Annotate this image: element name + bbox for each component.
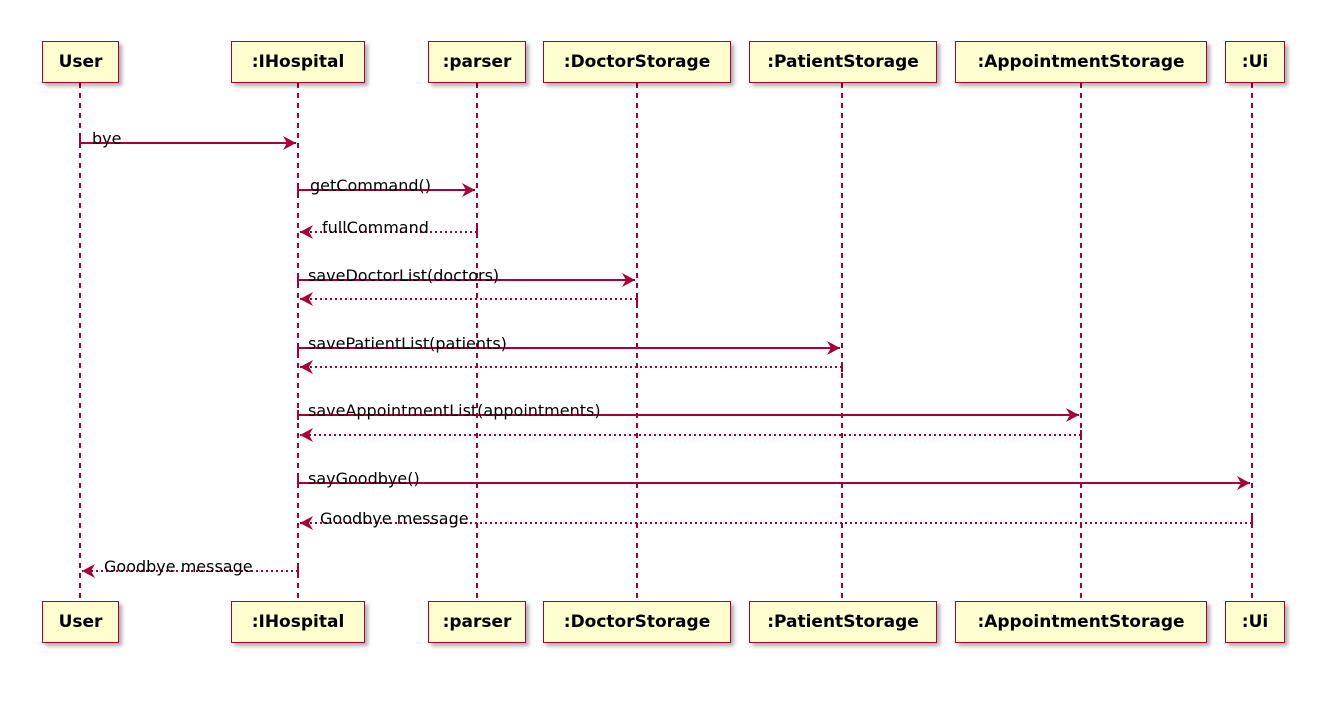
participant-parser-top[interactable]: :parser: [428, 41, 526, 83]
message-m4: [297, 273, 635, 287]
participant-label: User: [58, 52, 103, 72]
message-m3: [300, 225, 478, 239]
participant-appointment-top[interactable]: :AppointmentStorage: [955, 41, 1207, 83]
message-m5: [300, 292, 638, 306]
message-label-m6: savePatientList(patients): [308, 334, 507, 353]
participant-label: :IHospital: [251, 52, 345, 72]
participant-label: User: [58, 612, 103, 632]
participant-label: :AppointmentStorage: [977, 612, 1185, 632]
message-m2: [297, 183, 475, 197]
message-label-m4: saveDoctorList(doctors): [308, 266, 500, 285]
message-label-m11: Goodbye message: [320, 509, 469, 528]
participant-label: :PatientStorage: [767, 612, 919, 632]
participant-label: :PatientStorage: [767, 52, 919, 72]
message-label-m2: getCommand(): [310, 176, 431, 195]
participant-ihospital-top[interactable]: :IHospital: [231, 41, 365, 83]
participant-label: :DoctorStorage: [563, 52, 711, 72]
participant-label: :parser: [442, 612, 512, 632]
message-label-m10: sayGoodbye(): [308, 469, 420, 488]
participant-label: :Ui: [1241, 52, 1269, 72]
message-m10: [297, 476, 1250, 490]
participant-label: :parser: [442, 52, 512, 72]
message-m12: [82, 564, 299, 578]
participant-label: :AppointmentStorage: [977, 52, 1185, 72]
participant-label: :IHospital: [251, 612, 345, 632]
participant-ihospital-bottom[interactable]: :IHospital: [231, 601, 365, 643]
participant-patient-top[interactable]: :PatientStorage: [749, 41, 937, 83]
message-label-m3: fullCommand: [322, 218, 429, 237]
participant-appointment-bottom[interactable]: :AppointmentStorage: [955, 601, 1207, 643]
participant-label: :Ui: [1241, 612, 1269, 632]
message-m6: [297, 341, 840, 355]
participant-ui-top[interactable]: :Ui: [1225, 41, 1285, 83]
message-m7: [300, 360, 843, 374]
message-label-m1: bye: [92, 129, 122, 148]
participant-doctor-top[interactable]: :DoctorStorage: [543, 41, 731, 83]
message-m1: [79, 136, 296, 150]
participant-label: :DoctorStorage: [563, 612, 711, 632]
message-m8: [297, 408, 1079, 422]
participant-patient-bottom[interactable]: :PatientStorage: [749, 601, 937, 643]
message-label-m12: Goodbye message: [104, 557, 253, 576]
participant-user-bottom[interactable]: User: [42, 601, 119, 643]
participant-user-top[interactable]: User: [42, 41, 119, 83]
message-m11: [300, 516, 1253, 530]
participant-ui-bottom[interactable]: :Ui: [1225, 601, 1285, 643]
participant-doctor-bottom[interactable]: :DoctorStorage: [543, 601, 731, 643]
message-m9: [300, 428, 1082, 442]
message-label-m8: saveAppointmentList(appointments): [308, 401, 601, 420]
participant-parser-bottom[interactable]: :parser: [428, 601, 526, 643]
